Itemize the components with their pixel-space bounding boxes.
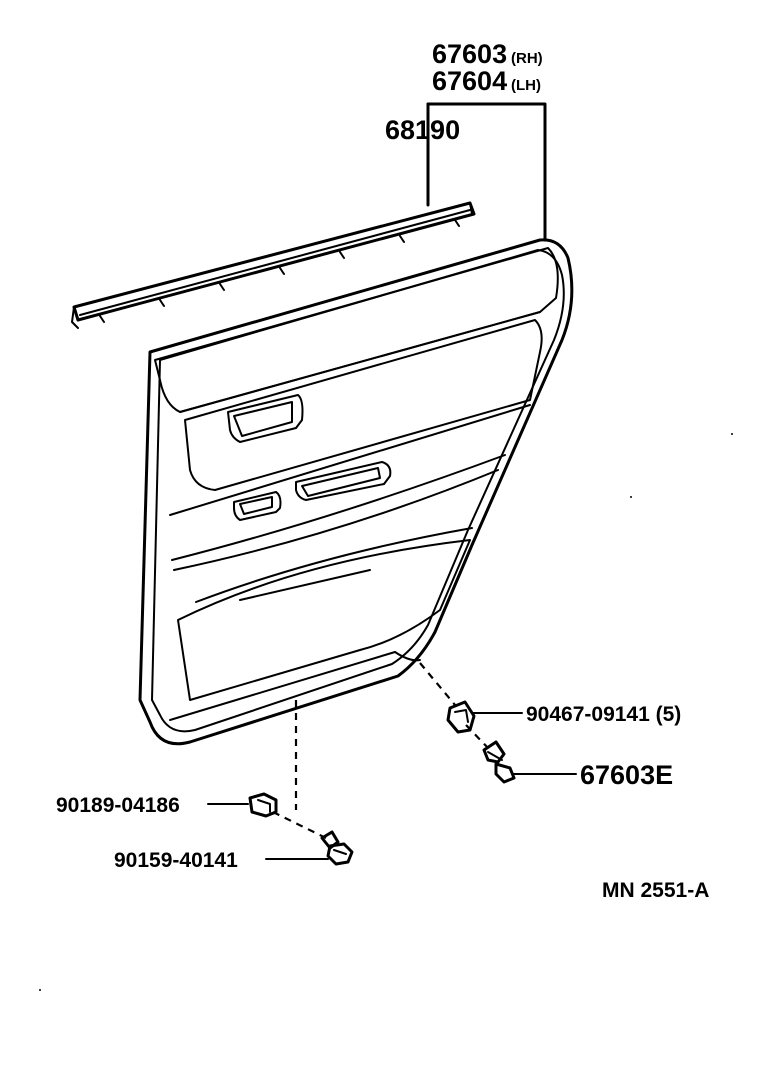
label-rh-suffix: (RH): [511, 50, 543, 67]
label-68190: 68190: [385, 115, 460, 145]
clip-90467-part: [446, 700, 476, 734]
label-67603e: 67603E: [580, 760, 673, 790]
label-90467-09141: 90467-09141 (5): [526, 703, 681, 726]
stray-mark: [630, 496, 632, 498]
grommet-90189-part: [248, 792, 278, 818]
door-trim-board: [138, 238, 574, 746]
label-90189-04186: 90189-04186: [56, 794, 180, 817]
fastener-67603e-part: [482, 740, 516, 784]
leader-board: [426, 102, 547, 242]
label-67603: 67603: [432, 39, 507, 69]
label-90159-40141: 90159-40141: [114, 849, 238, 872]
screw-90159-part: [320, 830, 354, 866]
drawing-code: MN 2551-A: [602, 879, 709, 902]
fastener-guide-line-right: [419, 662, 456, 706]
weatherstrip-part: [71, 201, 476, 329]
stray-mark: [39, 989, 41, 991]
stray-mark: [731, 433, 733, 435]
label-67604: 67604: [432, 66, 507, 96]
fastener-guide-line-screw: [272, 811, 331, 841]
label-lh-suffix: (LH): [511, 77, 541, 94]
